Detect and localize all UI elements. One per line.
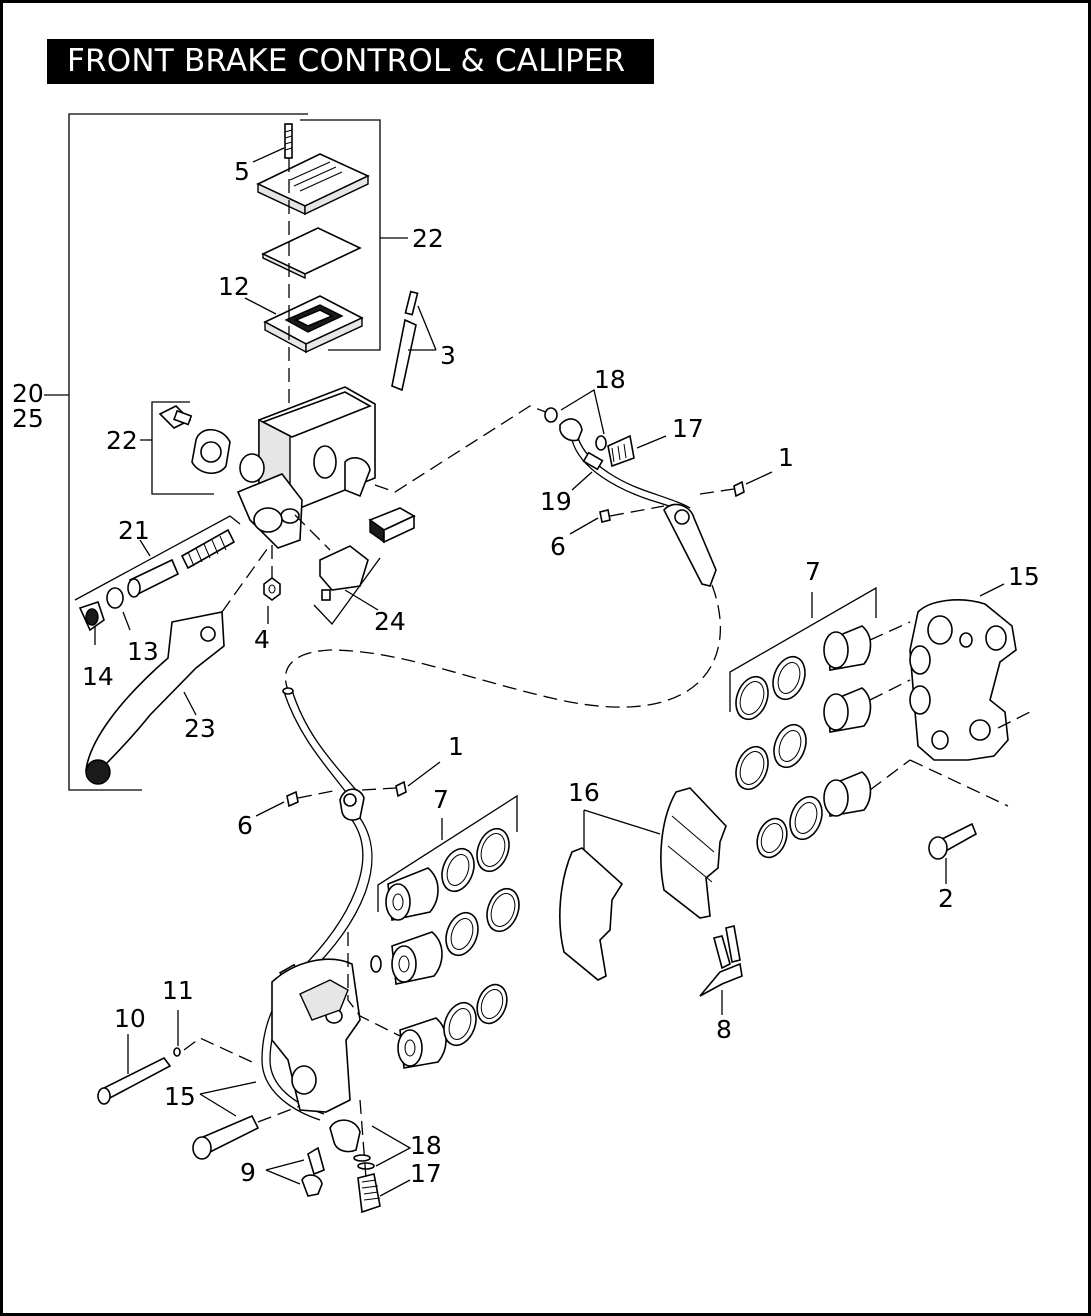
callout-15-right: 15 bbox=[1008, 562, 1040, 591]
callout-5: 5 bbox=[234, 157, 250, 186]
bleeder-screw bbox=[391, 290, 437, 392]
master-cylinder-body bbox=[236, 386, 376, 549]
piston-spring-assembly bbox=[74, 515, 241, 645]
reservoir-cover bbox=[256, 153, 370, 216]
callout-7-top: 7 bbox=[805, 557, 821, 586]
handlebar-clamp bbox=[140, 401, 231, 495]
lower-banjo-fitting bbox=[329, 1099, 412, 1214]
title-bar: FRONT BRAKE CONTROL & CALIPER bbox=[47, 39, 654, 84]
upper-brake-line bbox=[374, 388, 773, 587]
lower-piston-row-3 bbox=[397, 983, 508, 1069]
caliper-mounting-bolts bbox=[97, 1010, 301, 1160]
upper-piston-row-2 bbox=[735, 687, 872, 791]
callout-23: 23 bbox=[184, 714, 216, 743]
callout-17-bottom: 17 bbox=[410, 1159, 442, 1188]
callout-21: 21 bbox=[118, 516, 150, 545]
cover-group-bracket-22 bbox=[300, 119, 408, 351]
assembly-bracket-20-25 bbox=[44, 113, 308, 791]
callout-14: 14 bbox=[82, 662, 114, 691]
callout-15-left: 15 bbox=[164, 1082, 196, 1111]
caliper-bolt bbox=[928, 822, 978, 884]
callout-22-top: 22 bbox=[412, 224, 444, 253]
callout-18-top: 18 bbox=[594, 365, 626, 394]
bleeder-valves bbox=[265, 1146, 325, 1197]
lower-piston-row-2 bbox=[391, 887, 520, 985]
brake-pads bbox=[559, 787, 727, 981]
callout-7-bottom: 7 bbox=[433, 785, 449, 814]
lower-piston-row-1 bbox=[385, 827, 510, 921]
callout-10: 10 bbox=[114, 1004, 146, 1033]
callout-9: 9 bbox=[240, 1158, 256, 1187]
callout-24: 24 bbox=[374, 607, 406, 636]
cover-plate bbox=[261, 227, 362, 280]
callout-17-top: 17 bbox=[672, 414, 704, 443]
callout-8: 8 bbox=[716, 1015, 732, 1044]
callout-2: 2 bbox=[938, 884, 954, 913]
callout-20: 20 bbox=[12, 379, 44, 408]
upper-caliper bbox=[909, 583, 1031, 761]
page-title: FRONT BRAKE CONTROL & CALIPER bbox=[67, 43, 626, 79]
brake-lever bbox=[85, 544, 271, 785]
callout-16: 16 bbox=[568, 778, 600, 807]
pivot-nut bbox=[263, 545, 281, 624]
callout-13: 13 bbox=[127, 637, 159, 666]
callout-1-bottom: 1 bbox=[448, 732, 464, 761]
callout-3: 3 bbox=[440, 341, 456, 370]
callout-4: 4 bbox=[254, 625, 270, 654]
callout-25: 25 bbox=[12, 404, 44, 433]
upper-piston-row-1 bbox=[735, 625, 872, 721]
brake-light-switch bbox=[294, 507, 416, 626]
callout-12: 12 bbox=[218, 272, 250, 301]
upper-pistons-and-seals bbox=[729, 586, 1009, 859]
upper-piston-row-3 bbox=[756, 771, 872, 859]
callout-labels: 5 22 12 3 20 25 22 21 24 4 13 14 23 18 1… bbox=[12, 157, 1040, 1188]
callout-18-bottom: 18 bbox=[410, 1131, 442, 1160]
callout-6-top: 6 bbox=[550, 532, 566, 561]
brake-line-routing bbox=[284, 584, 721, 708]
pad-retaining-pin bbox=[699, 925, 743, 1015]
cover-screw bbox=[252, 123, 293, 163]
callout-6-bottom: 6 bbox=[237, 811, 253, 840]
callout-1-top: 1 bbox=[778, 443, 794, 472]
lower-caliper bbox=[271, 955, 382, 1113]
lower-pistons-and-seals bbox=[347, 794, 520, 1069]
callout-22-left: 22 bbox=[106, 426, 138, 455]
callout-19: 19 bbox=[540, 487, 572, 516]
reservoir-diaphragm bbox=[244, 295, 364, 354]
callout-11: 11 bbox=[162, 976, 194, 1005]
